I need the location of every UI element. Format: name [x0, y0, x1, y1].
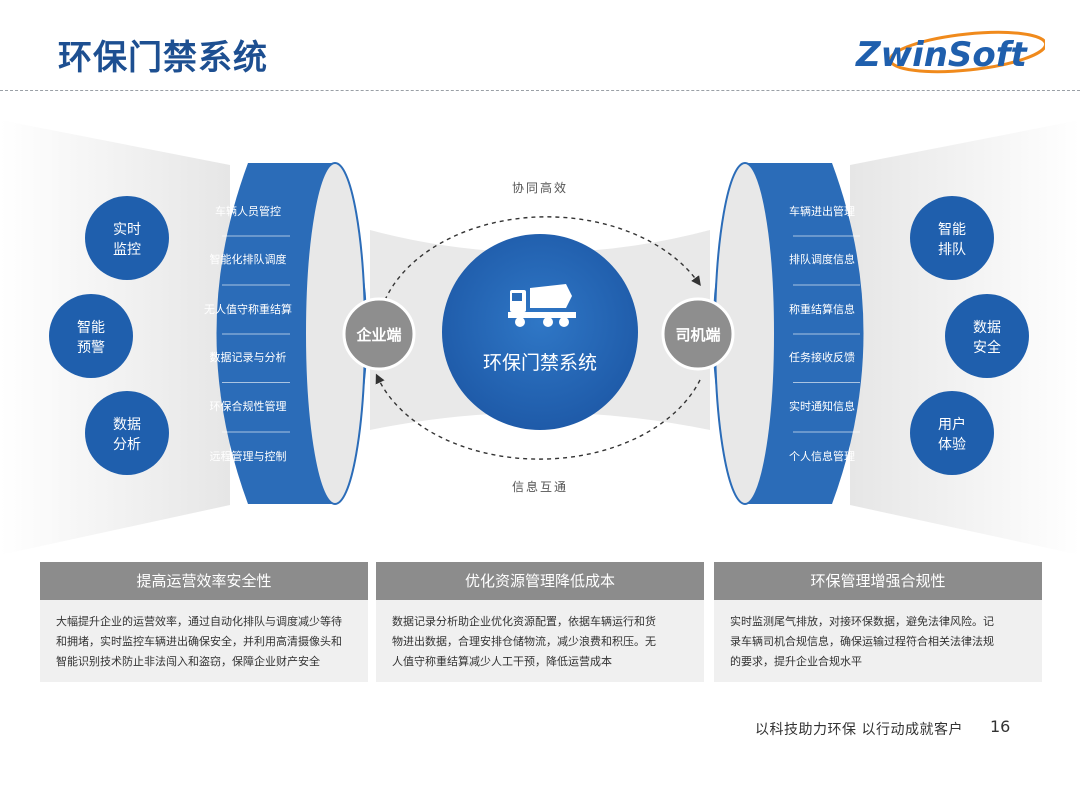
drum-item: 排队调度信息 — [789, 252, 855, 266]
mixer-truck-icon — [508, 284, 576, 327]
right-hub-label: 司机端 — [675, 326, 720, 344]
drum-item: 远程管理与控制 — [210, 449, 287, 463]
left-drum-dividers — [222, 235, 290, 433]
feature-circle — [910, 196, 994, 280]
card-title: 提高运营效率安全性 — [40, 562, 368, 600]
bottom-arc-arrow — [375, 373, 701, 460]
drum-item: 环保合规性管理 — [210, 399, 287, 413]
feature-circle — [910, 391, 994, 475]
drum-item: 车辆进出管理 — [789, 204, 855, 218]
left-drum — [216, 162, 368, 505]
page-number: 16 — [990, 717, 1011, 736]
drum-item: 数据记录与分析 — [210, 350, 287, 364]
center-label: 环保门禁系统 — [483, 352, 597, 374]
card-cost: 优化资源管理降低成本 数据记录分析助企业优化资源配置，依据车辆运行和货 物进出数… — [376, 562, 704, 682]
svg-text:ZwinSoft: ZwinSoft — [855, 35, 1029, 75]
top-arc-label: 协同高效 — [512, 180, 568, 195]
header-divider — [0, 90, 1080, 91]
right-hub — [661, 297, 735, 371]
drum-item: 车辆人员管控 — [215, 204, 281, 218]
bottom-arc-label: 信息互通 — [512, 479, 568, 494]
center-circle — [442, 234, 638, 430]
card-efficiency: 提高运营效率安全性 大幅提升企业的运营效率，通过自动化排队与调度减少等待 和拥堵… — [40, 562, 368, 682]
feature-label: 实时监控 — [113, 222, 141, 258]
card-body: 大幅提升企业的运营效率，通过自动化排队与调度减少等待 和拥堵，实时监控车辆进出确… — [56, 615, 342, 668]
drum-item: 无人值守称重结算 — [204, 302, 292, 316]
drum-item: 称重结算信息 — [789, 302, 855, 316]
card-body: 实时监测尾气排放，对接环保数据，避免法律风险。记 录车辆司机合规信息，确保运输过… — [730, 615, 994, 668]
left-hub-label: 企业端 — [355, 326, 401, 344]
system-diagram: 车辆人员管控智能化排队调度无人值守称重结算数据记录与分析环保合规性管理远程管理与… — [0, 120, 1080, 555]
feature-label: 数据分析 — [113, 417, 141, 453]
right-drum-dividers — [793, 235, 860, 433]
top-arc-arrow — [384, 216, 701, 301]
drum-item: 任务接收反馈 — [789, 350, 855, 364]
feature-label: 用户体验 — [938, 416, 966, 453]
feature-circle — [945, 294, 1029, 378]
feature-label: 数据安全 — [973, 320, 1001, 356]
drum-item: 智能化排队调度 — [210, 252, 287, 266]
feature-circle — [49, 294, 133, 378]
card-title: 环保管理增强合规性 — [714, 562, 1042, 600]
feature-label: 智能排队 — [938, 222, 966, 258]
drum-item: 实时通知信息 — [789, 399, 855, 413]
zwinsoft-logo: ZwinSoft — [855, 30, 1045, 75]
card-body: 数据记录分析助企业优化资源配置，依据车辆运行和货 物进出数据，合理安排仓储物流，… — [392, 615, 656, 668]
page-title: 环保门禁系统 — [58, 38, 268, 78]
card-title: 优化资源管理降低成本 — [376, 562, 704, 600]
right-drum — [712, 162, 864, 505]
card-compliance: 环保管理增强合规性 实时监测尾气排放，对接环保数据，避免法律风险。记 录车辆司机… — [714, 562, 1042, 682]
feature-label: 智能预警 — [77, 320, 105, 356]
feature-circle — [85, 196, 169, 280]
left-hub — [342, 297, 416, 371]
footer-slogan: 以科技助力环保 以行动成就客户 — [755, 722, 963, 738]
feature-circle — [85, 391, 169, 475]
drum-item: 个人信息管理 — [789, 449, 855, 463]
